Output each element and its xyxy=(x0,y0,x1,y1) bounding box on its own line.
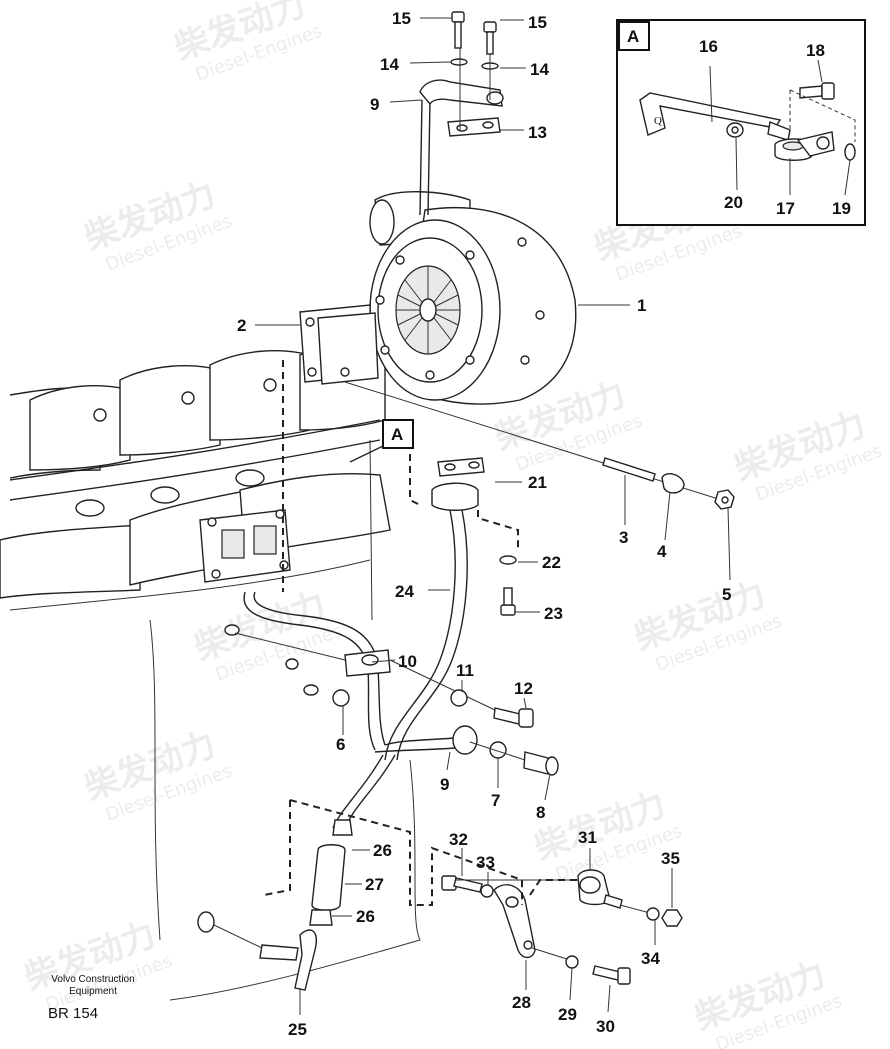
callout-32: 32 xyxy=(449,830,468,849)
footer-company-line1: Volvo Construction xyxy=(51,974,135,985)
callout-27: 27 xyxy=(365,875,384,894)
callout-14: 14 xyxy=(380,55,399,74)
callout-28: 28 xyxy=(512,993,531,1012)
callout-14: 14 xyxy=(530,60,549,79)
callout-18: 18 xyxy=(806,41,825,60)
callout-22: 22 xyxy=(542,553,561,572)
fasteners xyxy=(344,381,735,776)
inset-label-box xyxy=(618,21,650,51)
watermark-logo: 柴发动力 Diesel-Engines xyxy=(79,174,235,275)
watermark-logo: 柴发动力 Diesel-Engines xyxy=(169,0,325,86)
callout-17: 17 xyxy=(776,199,795,218)
callout-1: 1 xyxy=(637,296,646,315)
inset-label: A xyxy=(627,27,639,46)
callout-20: 20 xyxy=(724,193,743,212)
callouts: 15 15 14 14 9 13 1 2 21 22 23 24 3 4 5 1… xyxy=(237,9,851,1039)
view-reference-label: A xyxy=(391,425,403,444)
callout-8: 8 xyxy=(536,803,545,822)
callout-26: 26 xyxy=(373,841,392,860)
callout-9: 9 xyxy=(440,775,449,794)
callout-7: 7 xyxy=(491,791,500,810)
callout-24: 24 xyxy=(395,582,414,601)
footer-drawing-code: BR 154 xyxy=(48,1005,99,1022)
callout-35: 35 xyxy=(661,849,680,868)
oil-return-pipe xyxy=(197,457,485,991)
callout-30: 30 xyxy=(596,1017,615,1036)
callout-33: 33 xyxy=(476,853,495,872)
dashed-leader-lines xyxy=(263,360,578,906)
inset-bracket-mark: Q xyxy=(654,115,662,127)
callout-9: 9 xyxy=(370,95,379,114)
watermark-logo: 柴发动力 Diesel-Engines xyxy=(729,404,885,505)
callout-21: 21 xyxy=(528,473,547,492)
oil-feed-pipe xyxy=(419,11,504,216)
inset-detail-a: A Q xyxy=(616,19,866,226)
callout-6: 6 xyxy=(336,735,345,754)
callout-26: 26 xyxy=(356,907,375,926)
watermark-logo: 柴发动力 Diesel-Engines xyxy=(689,954,845,1049)
callout-3: 3 xyxy=(619,528,628,547)
callout-15: 15 xyxy=(528,13,547,32)
watermark-logo: 柴发动力 Diesel-Engines xyxy=(189,584,345,685)
callout-34: 34 xyxy=(641,949,660,968)
callout-23: 23 xyxy=(544,604,563,623)
callout-12: 12 xyxy=(514,679,533,698)
turbocharger xyxy=(299,191,577,405)
watermark-logo: 柴发动力 Diesel-Engines xyxy=(79,724,235,825)
callout-16: 16 xyxy=(699,37,718,56)
callout-29: 29 xyxy=(558,1005,577,1024)
callout-2: 2 xyxy=(237,316,246,335)
callout-25: 25 xyxy=(288,1020,307,1039)
callout-4: 4 xyxy=(657,542,667,561)
view-reference-a[interactable]: A xyxy=(349,419,414,463)
callout-31: 31 xyxy=(578,828,597,847)
callout-11: 11 xyxy=(456,661,474,680)
watermark-logo: 柴发动力 Diesel-Engines xyxy=(629,574,785,675)
footer-company-line2: Equipment xyxy=(69,986,117,997)
callout-leaders xyxy=(255,17,851,1015)
callout-13: 13 xyxy=(528,123,547,142)
footer-company: Volvo Construction Equipment xyxy=(38,974,148,998)
callout-19: 19 xyxy=(832,199,851,218)
callout-15: 15 xyxy=(392,9,411,28)
watermark-logo: 柴发动力 Diesel-Engines xyxy=(529,784,685,885)
watermark-logo: 柴发动力 Diesel-Engines xyxy=(19,914,175,1015)
lower-oil-pipe xyxy=(224,591,496,755)
bracket-group xyxy=(441,869,683,985)
callout-5: 5 xyxy=(722,585,731,604)
callout-10: 10 xyxy=(398,652,417,671)
